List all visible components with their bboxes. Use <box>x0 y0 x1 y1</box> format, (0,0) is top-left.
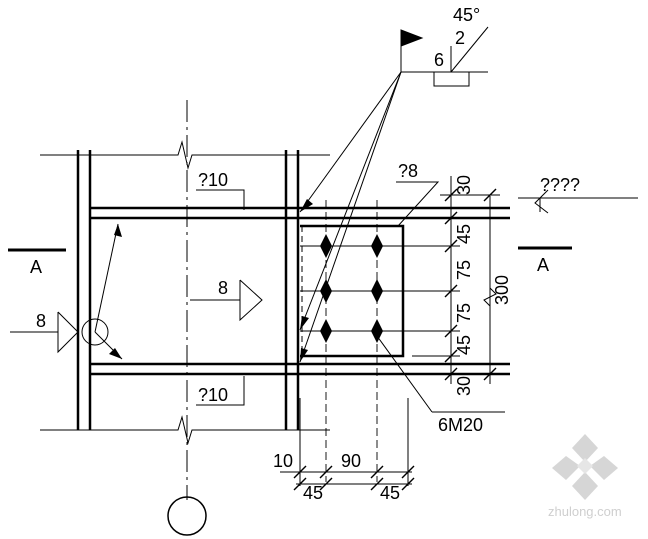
plate-label-leaders <box>196 181 505 413</box>
dim-text: 75 <box>454 303 474 323</box>
bolt <box>320 234 332 258</box>
dim-text: 30 <box>454 175 474 195</box>
right-dimension-lines <box>412 176 500 384</box>
bolt <box>371 234 383 258</box>
dim-text: 30 <box>454 376 474 396</box>
fillet-size-center: 8 <box>218 278 228 298</box>
dim-text: 10 <box>273 451 293 471</box>
dim-text: 45 <box>454 224 474 244</box>
weld-symbol-top <box>299 26 489 363</box>
weld-gap-text: 2 <box>455 28 465 48</box>
fillet-size-left: 8 <box>36 311 46 331</box>
fillet-weld-center <box>190 279 263 322</box>
bolt <box>320 319 332 343</box>
plate-label-top: ?10 <box>198 170 228 190</box>
bottom-beam-flange <box>90 362 510 376</box>
weld-angle-text: 45° <box>453 5 480 25</box>
section-label-left: A <box>30 257 42 277</box>
bolt-callout: 6M20 <box>438 415 483 435</box>
bolt <box>371 319 383 343</box>
dim-text: 45 <box>454 335 474 355</box>
dim-text: 75 <box>454 260 474 280</box>
bottom-dimension-lines <box>280 398 415 491</box>
dim-text: 90 <box>341 451 361 471</box>
left-column <box>76 150 92 430</box>
right-column <box>284 150 300 430</box>
section-label-right: A <box>537 255 549 275</box>
top-right-note-text: ???? <box>540 175 580 195</box>
dim-text: 45 <box>303 483 323 503</box>
weld-arrowheads <box>300 199 313 362</box>
watermark-text: zhulong.com <box>548 504 622 519</box>
weld-size-text: 6 <box>434 50 444 70</box>
bolt <box>371 279 383 303</box>
top-right-note <box>518 189 638 214</box>
top-beam-flange <box>90 206 510 220</box>
watermark-logo <box>552 434 618 500</box>
right-dimension-texts: 30 45 75 75 45 30 300 <box>454 175 512 396</box>
plate-label-side: ?8 <box>398 161 418 181</box>
fillet-weld-left <box>10 223 123 360</box>
axis-bubble <box>167 496 207 536</box>
break-line-top <box>40 140 330 170</box>
left-weld-arrowheads <box>109 224 122 359</box>
bolts <box>320 234 383 343</box>
break-line-bottom <box>40 415 330 445</box>
overall-dim-text: 300 <box>492 275 512 305</box>
dim-text: 45 <box>380 483 400 503</box>
plate-label-bottom: ?10 <box>198 385 228 405</box>
